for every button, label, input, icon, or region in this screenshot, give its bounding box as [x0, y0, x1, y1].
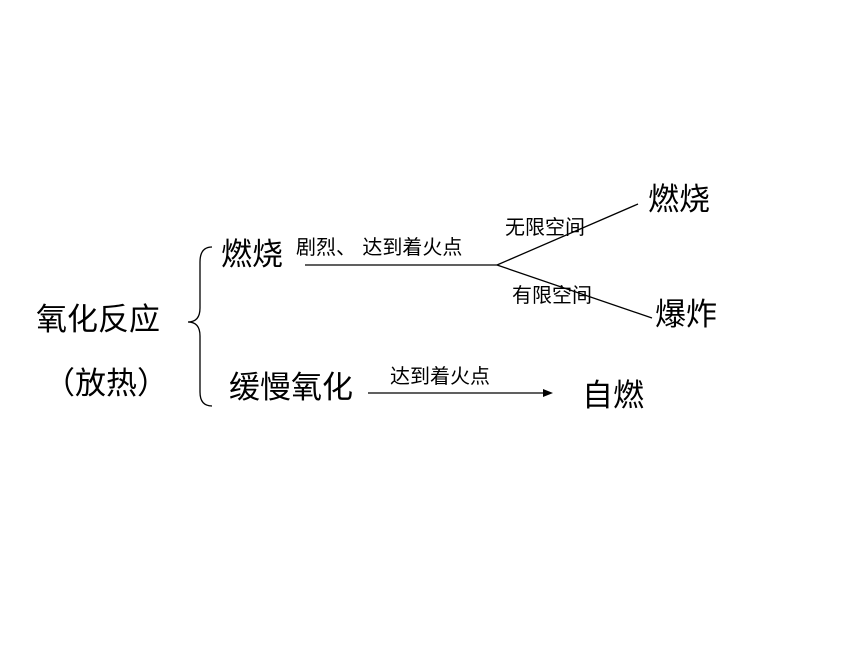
unlimited-space-line [496, 203, 639, 266]
combustion-label: 燃烧 [221, 237, 283, 273]
unlimited-space-condition: 无限空间 [505, 215, 585, 239]
limited-space-condition: 有限空间 [512, 283, 592, 307]
spontaneous-combustion-result: 自燃 [582, 378, 644, 414]
root-note: （放热） [44, 366, 168, 402]
brace [187, 246, 213, 407]
slow-oxidation-condition: 达到着火点 [390, 364, 490, 388]
slow-oxidation-label: 缓慢氧化 [229, 370, 353, 406]
limited-space-line [496, 264, 653, 319]
combustion-condition: 剧烈、 达到着火点 [296, 235, 463, 259]
unlimited-space-result: 燃烧 [648, 182, 710, 218]
arrow-head-icon [543, 389, 553, 397]
root-label: 氧化反应 [36, 302, 160, 338]
limited-space-result: 爆炸 [655, 297, 717, 333]
